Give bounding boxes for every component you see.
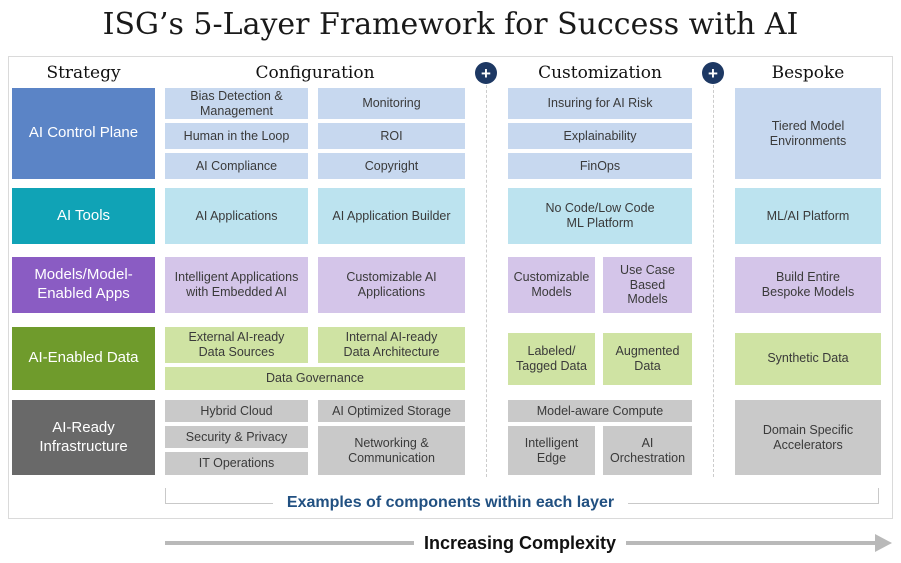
configuration-cell: Bias Detection & Management Human in the… — [165, 88, 308, 179]
component-box: Tiered Model Environments — [735, 88, 881, 179]
component-box: Intelligent Applications with Embedded A… — [165, 257, 308, 313]
section-divider — [486, 65, 487, 477]
customization-cell: AI Orchestration — [603, 426, 692, 475]
layer-row-ai-tools: AI Tools AI Applications AI Application … — [9, 188, 892, 244]
configuration-cell: AI Application Builder — [318, 188, 465, 244]
column-header-customization: Customization — [538, 62, 662, 83]
component-box: Domain Specific Accelerators — [735, 400, 881, 475]
layer-label-cell: AI-Enabled Data — [12, 327, 155, 390]
configuration-cell: External AI-ready Data Sources — [165, 327, 308, 390]
bespoke-cell: ML/AI Platform — [735, 188, 881, 244]
customization-cell: No Code/Low Code ML Platform — [508, 188, 692, 244]
configuration-cell: Hybrid Cloud Security & Privacy IT Opera… — [165, 400, 308, 475]
component-box: Data Governance — [165, 367, 465, 390]
customization-cell: Labeled/ Tagged Data — [508, 327, 595, 390]
arrow-line — [626, 541, 875, 545]
bespoke-cell: Synthetic Data — [735, 327, 881, 390]
bespoke-cell: Build Entire Bespoke Models — [735, 257, 881, 313]
layer-row-ai-control-plane: AI Control Plane Bias Detection & Manage… — [9, 88, 892, 179]
layer-label: AI-Enabled Data — [12, 327, 155, 390]
column-header-configuration: Configuration — [255, 62, 375, 83]
component-box: Customizable Models — [508, 257, 595, 313]
layer-label: Models/Model- Enabled Apps — [12, 257, 155, 313]
layer-label: AI Control Plane — [12, 88, 155, 179]
component-box: ML/AI Platform — [735, 188, 881, 244]
complexity-label: Increasing Complexity — [423, 532, 617, 553]
component-box: FinOps — [508, 153, 692, 179]
component-box: Build Entire Bespoke Models — [735, 257, 881, 313]
layer-label-cell: Models/Model- Enabled Apps — [12, 257, 155, 313]
framework-panel: Strategy Configuration Customization Bes… — [8, 56, 893, 519]
configuration-cell: Internal AI-ready Data Architecture — [318, 327, 465, 390]
layer-label-cell: AI Control Plane — [12, 88, 155, 179]
layer-row-ai-enabled-data: AI-Enabled Data External AI-ready Data S… — [9, 327, 892, 390]
layer-label-cell: AI-Ready Infrastructure — [12, 400, 155, 475]
customization-cell: Customizable Models — [508, 257, 595, 313]
customization-cell: Augmented Data — [603, 327, 692, 390]
component-box: Labeled/ Tagged Data — [508, 332, 595, 385]
component-box: Human in the Loop — [165, 123, 308, 149]
configuration-cell: AI Applications — [165, 188, 308, 244]
component-box: Internal AI-ready Data Architecture — [318, 327, 465, 363]
component-box: AI Optimized Storage — [318, 400, 465, 422]
arrowhead-icon — [875, 534, 892, 552]
layer-row-infrastructure: AI-Ready Infrastructure Hybrid Cloud Sec… — [9, 400, 892, 475]
component-box: AI Application Builder — [318, 188, 465, 244]
component-box: Copyright — [318, 153, 465, 179]
component-box: Insuring for AI Risk — [508, 88, 692, 119]
column-header-strategy: Strategy — [46, 62, 121, 83]
bespoke-cell: Domain Specific Accelerators — [735, 400, 881, 475]
configuration-cell: Intelligent Applications with Embedded A… — [165, 257, 308, 313]
component-box: Monitoring — [318, 88, 465, 119]
configuration-cell: Monitoring ROI Copyright — [318, 88, 465, 179]
component-box: IT Operations — [165, 452, 308, 475]
component-box: Augmented Data — [603, 332, 692, 385]
component-box: No Code/Low Code ML Platform — [508, 188, 692, 244]
customization-cell: Model-aware Compute — [508, 400, 692, 475]
layer-label: AI Tools — [12, 188, 155, 244]
page-title: ISG’s 5-Layer Framework for Success with… — [102, 7, 799, 42]
complexity-arrow: Increasing Complexity — [165, 530, 892, 556]
component-box: Model-aware Compute — [508, 400, 692, 422]
component-box: External AI-ready Data Sources — [165, 327, 308, 363]
component-box: ROI — [318, 123, 465, 149]
bespoke-cell: Tiered Model Environments — [735, 88, 881, 179]
component-box: Security & Privacy — [165, 426, 308, 448]
component-box: Use Case Based Models — [603, 257, 692, 313]
layer-label: AI-Ready Infrastructure — [12, 400, 155, 475]
component-box: Explainability — [508, 123, 692, 149]
layer-row-models: Models/Model- Enabled Apps Intelligent A… — [9, 257, 892, 313]
customization-cell: Insuring for AI Risk Explainability FinO… — [508, 88, 692, 179]
component-box: AI Orchestration — [603, 426, 692, 475]
customization-cell: Use Case Based Models — [603, 257, 692, 313]
component-box: Networking & Communication — [318, 426, 465, 475]
plus-icon: + — [702, 62, 724, 84]
component-box: Hybrid Cloud — [165, 400, 308, 422]
component-box: Customizable AI Applications — [318, 257, 465, 313]
examples-caption-text: Examples of components within each layer — [272, 494, 629, 511]
configuration-cell: AI Optimized Storage Networking & Commun… — [318, 400, 465, 475]
configuration-cell: Customizable AI Applications — [318, 257, 465, 313]
configuration-cell: Data Governance — [165, 367, 465, 390]
component-box: AI Applications — [165, 188, 308, 244]
component-box: AI Compliance — [165, 153, 308, 179]
customization-cell: Intelligent Edge — [508, 426, 595, 475]
column-header-bespoke: Bespoke — [771, 62, 845, 83]
plus-icon: + — [475, 62, 497, 84]
component-box: Intelligent Edge — [508, 426, 595, 475]
arrow-line — [165, 541, 414, 545]
examples-caption: Examples of components within each layer — [9, 494, 892, 512]
section-divider — [713, 65, 714, 477]
component-box: Bias Detection & Management — [165, 88, 308, 119]
layer-label-cell: AI Tools — [12, 188, 155, 244]
component-box: Synthetic Data — [735, 332, 881, 385]
